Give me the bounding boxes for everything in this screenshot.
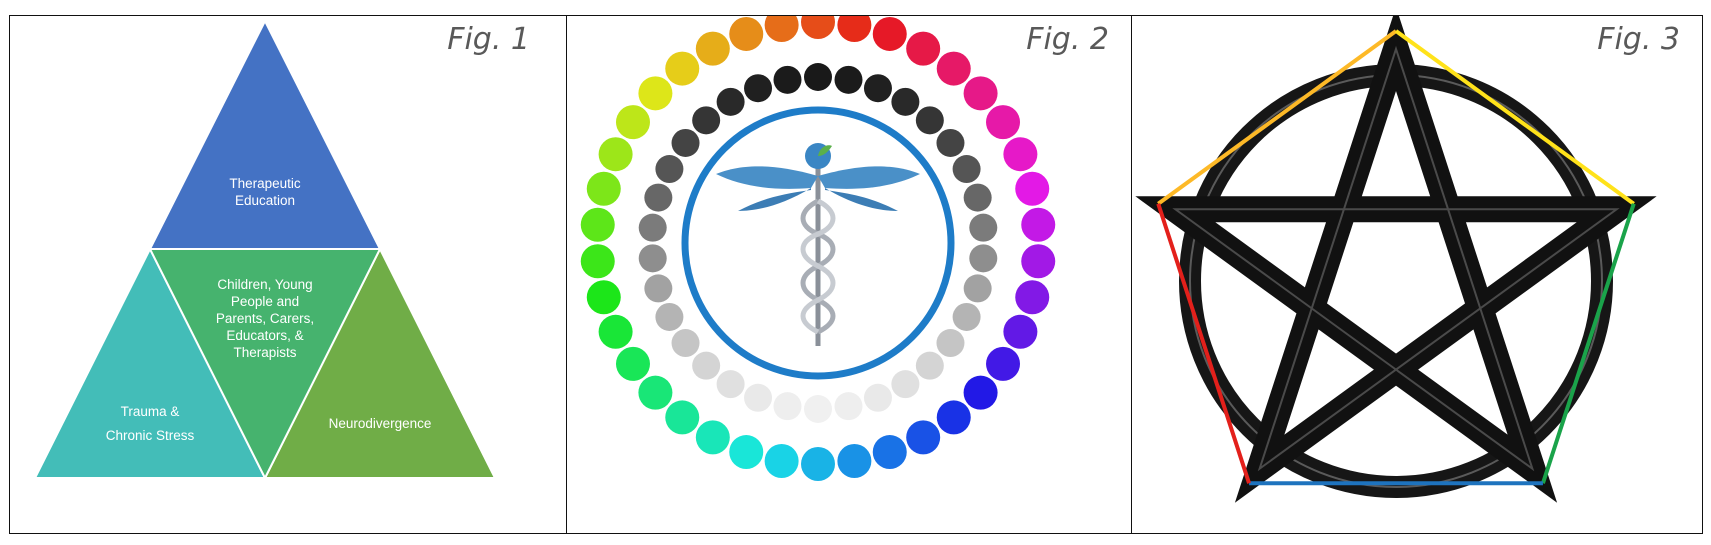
color-dot — [638, 76, 672, 110]
color-dot — [587, 172, 621, 206]
gray-dot — [644, 274, 672, 302]
color-dot — [599, 137, 633, 171]
color-dot — [638, 376, 672, 410]
color-dot — [1003, 137, 1037, 171]
color-dot — [937, 400, 971, 434]
color-dot — [599, 315, 633, 349]
gray-dot — [835, 66, 863, 94]
gray-dot — [864, 384, 892, 412]
gray-dot — [916, 352, 944, 380]
color-dot — [986, 105, 1020, 139]
gray-dot — [916, 106, 944, 134]
color-dot — [906, 420, 940, 454]
gray-dot — [804, 63, 832, 91]
color-dot — [801, 447, 835, 481]
figure-3-label: Fig. 3 — [1597, 22, 1680, 57]
color-dot — [616, 347, 650, 381]
left-segment-line-1: Trauma & — [121, 404, 180, 419]
top-segment-line-1: Therapeutic — [229, 176, 301, 191]
figure-table: Therapeutic Education Children, Young Pe… — [9, 15, 1703, 534]
fig3-pentagram — [1131, 16, 1703, 533]
gray-dot — [717, 370, 745, 398]
color-dot — [1021, 208, 1055, 242]
color-dot — [964, 76, 998, 110]
color-dot — [837, 444, 871, 478]
color-dot — [986, 347, 1020, 381]
fig1-pyramid-diagram: Therapeutic Education Children, Young Pe… — [10, 16, 566, 533]
color-dot — [906, 32, 940, 66]
gray-dot — [773, 66, 801, 94]
color-dot — [665, 52, 699, 86]
gray-dot — [891, 88, 919, 116]
color-dot — [765, 16, 799, 42]
gray-dot — [936, 129, 964, 157]
gray-dot — [655, 303, 683, 331]
gray-dot — [804, 395, 832, 423]
gray-dot — [969, 244, 997, 272]
gray-dot — [969, 214, 997, 242]
color-dot — [801, 16, 835, 39]
gray-dot — [864, 74, 892, 102]
pentagram-icon — [1175, 49, 1616, 487]
color-dot — [587, 280, 621, 314]
color-dot — [873, 17, 907, 51]
center-segment-line-1: Children, Young — [217, 277, 312, 292]
gray-dot — [717, 88, 745, 116]
gray-dot — [639, 244, 667, 272]
gray-dot — [835, 392, 863, 420]
center-segment-line-4: Educators, & — [226, 328, 303, 343]
color-dot — [937, 52, 971, 86]
color-dot — [696, 32, 730, 66]
gray-dot — [953, 155, 981, 183]
color-dot — [1015, 172, 1049, 206]
gray-dot — [891, 370, 919, 398]
right-segment-line-1: Neurodivergence — [329, 416, 432, 431]
color-dot — [964, 376, 998, 410]
gray-dot — [692, 352, 720, 380]
gray-dot — [744, 384, 772, 412]
caduceus-icon — [716, 143, 920, 346]
color-dot — [665, 400, 699, 434]
gray-dot — [672, 129, 700, 157]
color-dot — [1015, 280, 1049, 314]
color-dot — [1003, 315, 1037, 349]
color-dot — [581, 208, 615, 242]
color-dot — [837, 16, 871, 42]
gray-dot — [744, 74, 772, 102]
color-dot — [696, 420, 730, 454]
color-dot — [729, 435, 763, 469]
figure-1-panel: Therapeutic Education Children, Young Pe… — [10, 16, 567, 533]
center-segment-line-5: Therapists — [233, 345, 296, 360]
figure-1-label: Fig. 1 — [447, 22, 530, 57]
center-segment-line-2: People and — [231, 294, 299, 309]
gray-dot — [655, 155, 683, 183]
gray-dot — [964, 274, 992, 302]
color-dot — [873, 435, 907, 469]
gray-dot — [672, 329, 700, 357]
figure-2-label: Fig. 2 — [1026, 22, 1109, 57]
gray-dot — [936, 329, 964, 357]
fig2-color-wheel — [566, 16, 1131, 533]
gray-dot — [773, 392, 801, 420]
top-segment-line-2: Education — [235, 193, 295, 208]
figure-3-panel: Fig. 3 — [1131, 16, 1702, 533]
figure-2-panel: Fig. 2 — [566, 16, 1132, 533]
color-dot — [729, 17, 763, 51]
gray-dot — [644, 184, 672, 212]
left-segment-line-2: Chronic Stress — [106, 428, 195, 443]
center-segment-line-3: Parents, Carers, — [216, 311, 314, 326]
gray-dot — [953, 303, 981, 331]
color-dot — [616, 105, 650, 139]
gray-dot — [639, 214, 667, 242]
gray-dot — [692, 106, 720, 134]
color-dot — [765, 444, 799, 478]
color-dot — [581, 244, 615, 278]
pyramid-top-segment — [150, 21, 380, 249]
color-dot — [1021, 244, 1055, 278]
gray-dot — [964, 184, 992, 212]
